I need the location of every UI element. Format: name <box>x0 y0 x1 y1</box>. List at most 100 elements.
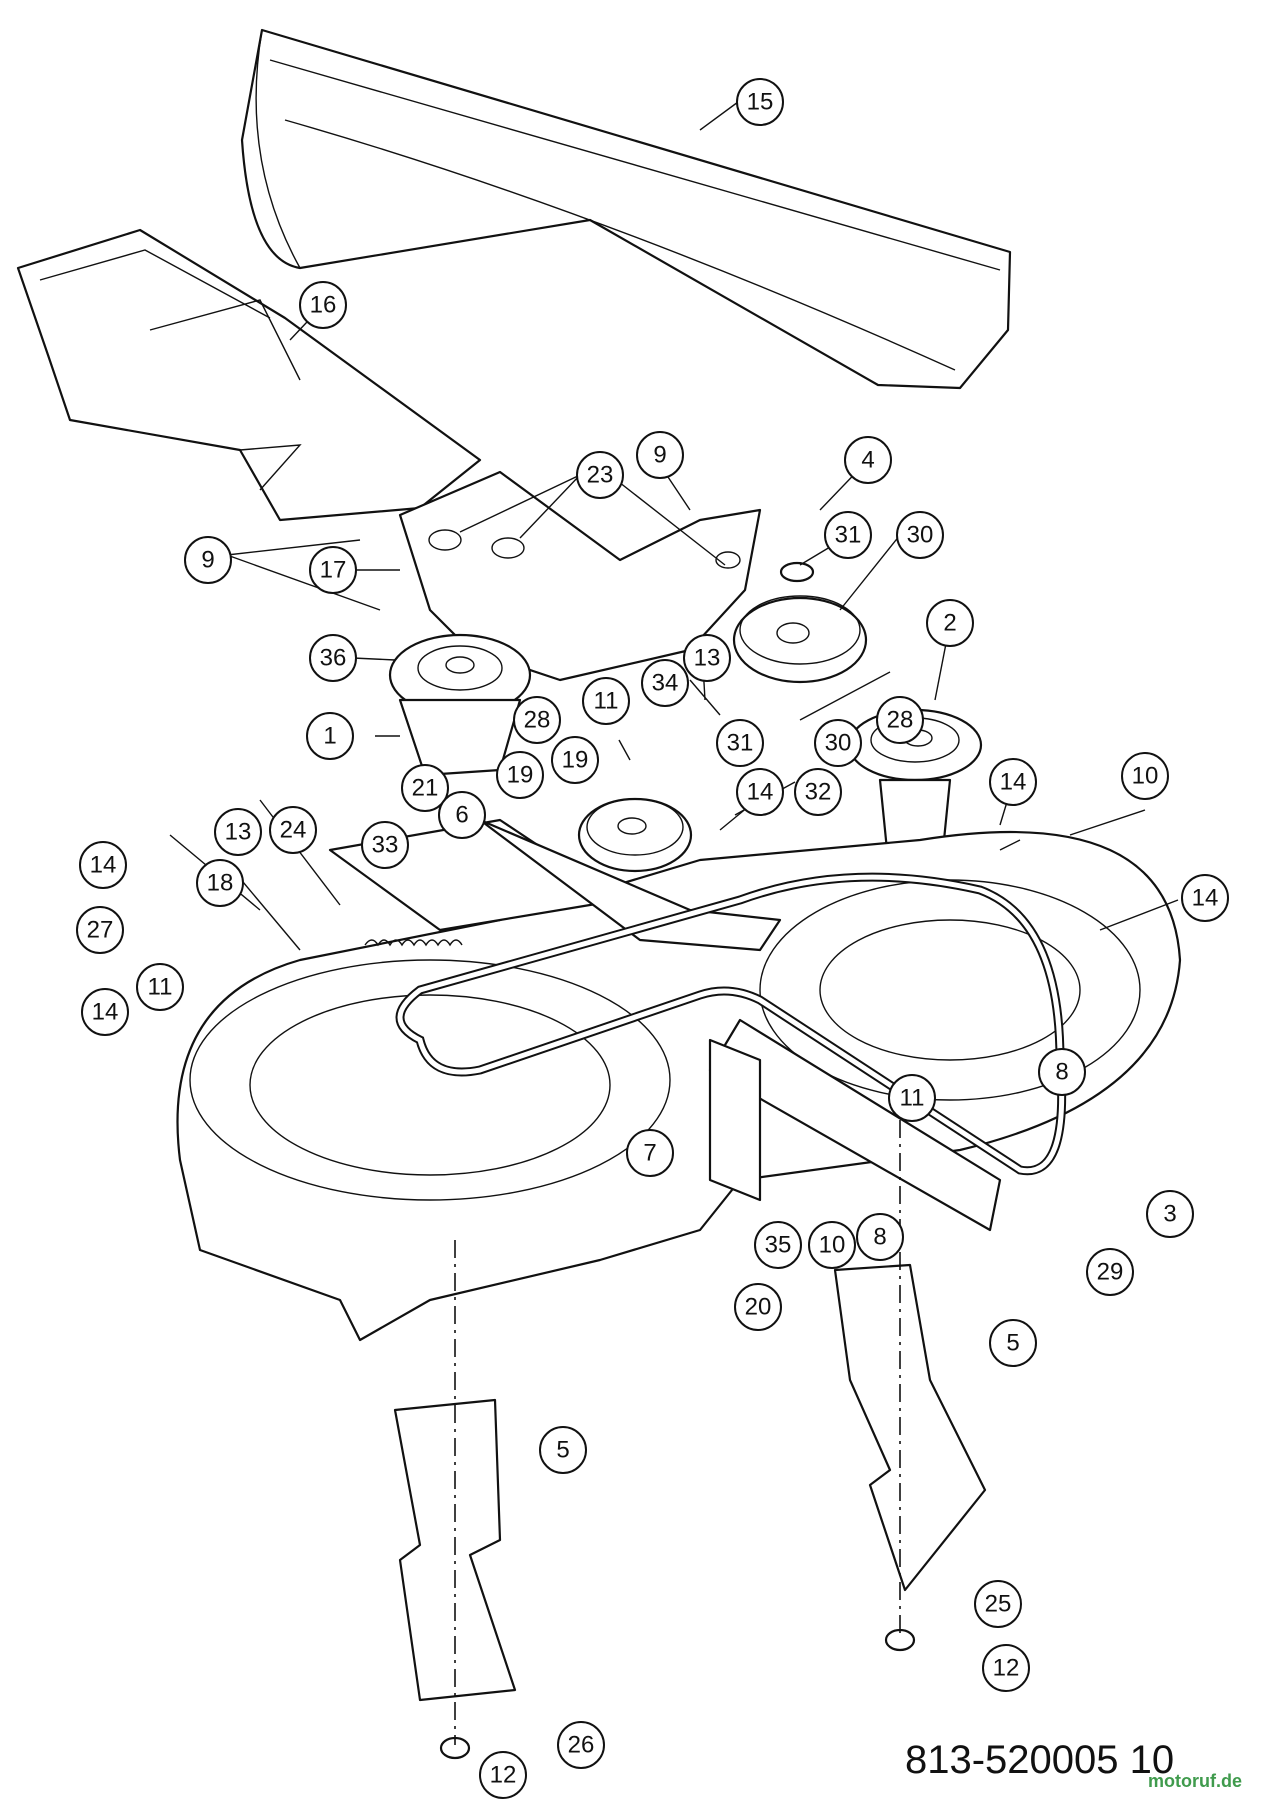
svg-text:14: 14 <box>92 999 119 1026</box>
svg-text:8: 8 <box>1055 1059 1068 1086</box>
svg-text:14: 14 <box>90 852 117 879</box>
callout-11: 11 <box>136 963 184 1011</box>
svg-text:25: 25 <box>985 1591 1012 1618</box>
callout-9: 9 <box>636 431 684 479</box>
svg-text:14: 14 <box>1192 885 1219 912</box>
svg-text:28: 28 <box>524 707 551 734</box>
svg-text:11: 11 <box>594 688 619 715</box>
callout-12: 12 <box>479 1751 527 1799</box>
svg-text:36: 36 <box>320 645 347 672</box>
callout-24: 24 <box>269 806 317 854</box>
callout-3: 3 <box>1146 1190 1194 1238</box>
callout-11: 11 <box>582 677 630 725</box>
callout-30: 30 <box>814 719 862 767</box>
callout-8: 8 <box>856 1213 904 1261</box>
callout-31: 31 <box>824 511 872 559</box>
svg-text:12: 12 <box>490 1762 517 1789</box>
callout-17: 17 <box>309 546 357 594</box>
idler-pulley-middle <box>577 797 693 873</box>
callout-25: 25 <box>974 1580 1022 1628</box>
callout-9: 9 <box>184 536 232 584</box>
svg-text:9: 9 <box>653 442 666 469</box>
svg-text:10: 10 <box>819 1232 846 1259</box>
callout-27: 27 <box>76 906 124 954</box>
svg-text:28: 28 <box>887 707 914 734</box>
callout-16: 16 <box>299 281 347 329</box>
callout-36: 36 <box>309 634 357 682</box>
svg-text:13: 13 <box>694 645 721 672</box>
svg-text:3: 3 <box>1163 1201 1176 1228</box>
svg-text:18: 18 <box>207 870 234 897</box>
callout-13: 13 <box>683 634 731 682</box>
svg-text:20: 20 <box>745 1294 772 1321</box>
callout-29: 29 <box>1086 1248 1134 1296</box>
callout-2: 2 <box>926 599 974 647</box>
callout-5: 5 <box>539 1426 587 1474</box>
discharge-chute <box>240 28 1012 390</box>
svg-text:19: 19 <box>507 762 534 789</box>
callout-19: 19 <box>551 736 599 784</box>
callout-33: 33 <box>361 821 409 869</box>
svg-text:26: 26 <box>568 1732 595 1759</box>
svg-text:1: 1 <box>323 723 336 750</box>
callout-30: 30 <box>896 511 944 559</box>
svg-text:11: 11 <box>900 1085 925 1112</box>
callout-14: 14 <box>736 768 784 816</box>
blade-right <box>833 1263 987 1592</box>
svg-text:2: 2 <box>943 610 956 637</box>
callout-8: 8 <box>1038 1048 1086 1096</box>
svg-text:30: 30 <box>907 522 934 549</box>
svg-text:5: 5 <box>556 1437 569 1464</box>
svg-text:14: 14 <box>1000 769 1027 796</box>
callout-7: 7 <box>626 1129 674 1177</box>
svg-text:7: 7 <box>643 1140 656 1167</box>
svg-text:8: 8 <box>873 1224 886 1251</box>
svg-text:23: 23 <box>587 462 614 489</box>
watermark-text: motoruf.de <box>1148 1771 1242 1791</box>
callout-5: 5 <box>989 1319 1037 1367</box>
svg-text:10: 10 <box>1132 763 1159 790</box>
callout-10: 10 <box>1121 752 1169 800</box>
callout-23: 23 <box>576 451 624 499</box>
callout-19: 19 <box>496 751 544 799</box>
callout-12: 12 <box>982 1644 1030 1692</box>
svg-text:11: 11 <box>148 974 173 1001</box>
callout-1: 1 <box>306 712 354 760</box>
svg-text:5: 5 <box>1006 1330 1019 1357</box>
callout-31: 31 <box>716 719 764 767</box>
svg-text:15: 15 <box>747 89 774 116</box>
svg-text:9: 9 <box>201 547 214 574</box>
svg-text:21: 21 <box>412 775 439 802</box>
svg-text:12: 12 <box>993 1655 1020 1682</box>
callout-6: 6 <box>438 791 486 839</box>
callout-13: 13 <box>214 808 262 856</box>
svg-text:24: 24 <box>280 817 307 844</box>
svg-text:4: 4 <box>861 447 874 474</box>
callout-28: 28 <box>876 696 924 744</box>
drive-belt <box>395 872 1067 1176</box>
svg-text:29: 29 <box>1097 1259 1124 1286</box>
svg-text:17: 17 <box>320 557 347 584</box>
svg-text:33: 33 <box>372 832 399 859</box>
svg-text:30: 30 <box>825 730 852 757</box>
callout-20: 20 <box>734 1283 782 1331</box>
svg-text:31: 31 <box>727 730 754 757</box>
left-spindle-pulley <box>388 633 532 777</box>
callout-26: 26 <box>557 1721 605 1769</box>
svg-text:13: 13 <box>225 819 252 846</box>
callout-4: 4 <box>844 436 892 484</box>
callout-14: 14 <box>79 841 127 889</box>
svg-text:6: 6 <box>455 802 468 829</box>
callout-14: 14 <box>989 758 1037 806</box>
callout-18: 18 <box>196 859 244 907</box>
callout-11: 11 <box>888 1074 936 1122</box>
callout-28: 28 <box>513 696 561 744</box>
grass-hopper <box>16 228 482 522</box>
svg-text:19: 19 <box>562 747 589 774</box>
callout-34: 34 <box>641 659 689 707</box>
callout-21: 21 <box>401 764 449 812</box>
document-part-number: 813-520005 10 <box>905 1738 1175 1782</box>
svg-text:16: 16 <box>310 292 337 319</box>
